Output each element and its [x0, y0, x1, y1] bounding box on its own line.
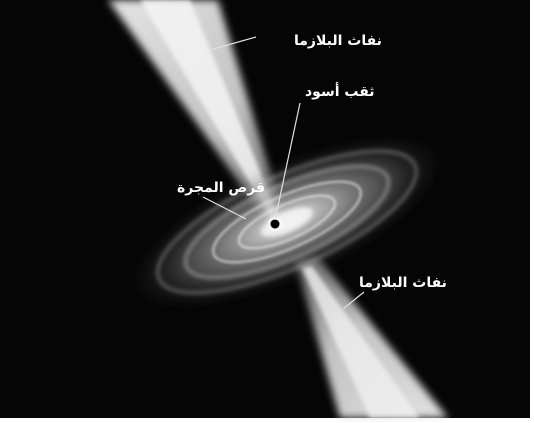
label-plasma-jet-top: نفاث البلازما	[294, 33, 382, 49]
leader-line-disk	[202, 196, 247, 220]
leader-line-jet-top	[209, 36, 257, 51]
label-black-hole: ثقب أسود	[305, 84, 375, 100]
jet-bottom-core	[302, 266, 420, 418]
black-hole	[270, 219, 280, 229]
leader-line-jet-bottom	[342, 291, 365, 310]
label-plasma-jet-bottom: نفاث البلازما	[359, 275, 447, 291]
jet-top-core	[140, 0, 280, 220]
leader-line-black-hole	[274, 102, 301, 221]
label-accretion-disk: قرص المجرة	[177, 180, 266, 196]
